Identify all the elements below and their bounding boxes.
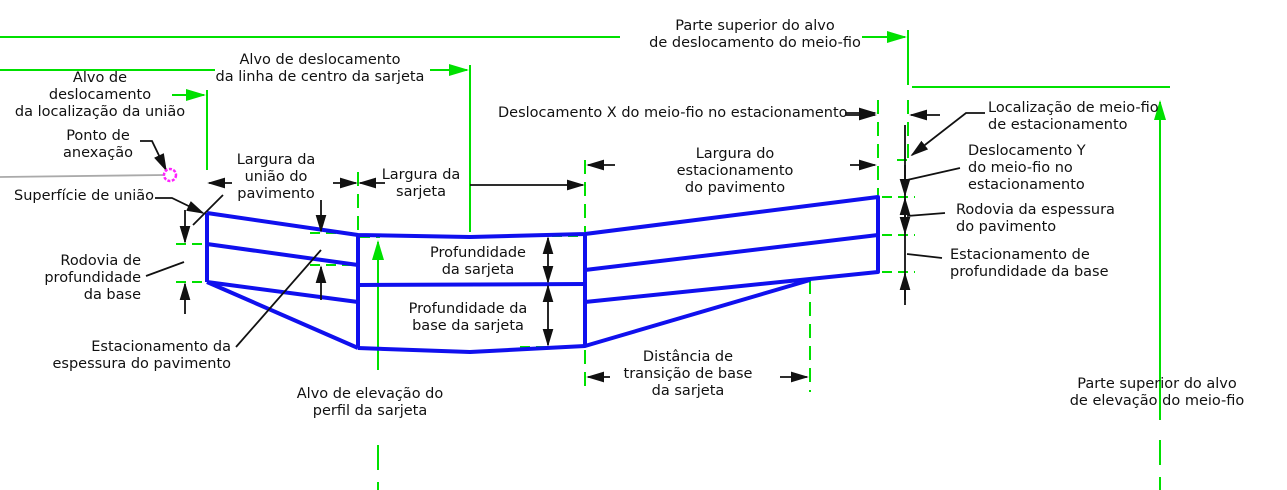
label-line: Parte superior do alvo — [675, 18, 835, 34]
label-line: Distância de — [642, 349, 734, 365]
label-line: Alvo de deslocamento — [239, 52, 401, 68]
label-line: sarjeta — [396, 184, 446, 200]
label-line: união do — [244, 169, 308, 185]
label-line: Estacionamento da — [91, 339, 231, 355]
label-line: do meio-fio no — [968, 160, 1073, 176]
label-line: profundidade da base — [950, 264, 1109, 280]
label-line: de deslocamento do meio-fio — [649, 35, 861, 51]
subassembly-shape — [205, 195, 880, 354]
label-line: Profundidade da — [408, 301, 528, 317]
label-curb-x-offset: Deslocamento X do meio-fio no estacionam… — [498, 105, 848, 122]
label-line: Alvo de — [72, 70, 128, 86]
label-line: perfil da sarjeta — [312, 403, 428, 419]
label-line: anexação — [63, 145, 133, 161]
label-line: Largura da — [381, 167, 461, 183]
label-line: Estacionamento de — [950, 247, 1090, 263]
label-line: do pavimento — [956, 219, 1057, 235]
label-line: Parte superior do alvo — [1077, 376, 1237, 392]
label-line: espessura do pavimento — [52, 356, 231, 372]
label-line: Largura da — [236, 152, 316, 168]
label-line: do pavimento — [684, 180, 786, 196]
label-line: Localização de meio-fio — [988, 100, 1159, 116]
attachment-point-icon — [162, 167, 178, 183]
label-line: de elevação do meio-fio — [1069, 393, 1245, 409]
label-line: base da sarjeta — [412, 318, 524, 334]
dimension-lines — [0, 107, 985, 383]
label-line: transição de base — [623, 366, 753, 382]
label-line: de estacionamento — [988, 117, 1128, 133]
label-line: Alvo de elevação do — [296, 386, 444, 402]
label-line: estacionamento — [968, 177, 1085, 193]
label-line: da localização da união — [14, 104, 186, 120]
label-line: da linha de centro da sarjeta — [215, 69, 425, 85]
label-line: da sarjeta — [441, 262, 515, 278]
label-line: profundidade — [44, 270, 141, 286]
label-line: deslocamento — [48, 87, 152, 103]
label-line: pavimento — [237, 186, 315, 202]
label-line: Ponto de — [66, 128, 130, 144]
label-line: da sarjeta — [651, 383, 725, 399]
label-line: da base — [83, 287, 141, 303]
label-tie-surface: Superfície de união — [14, 188, 154, 205]
label-line: Superfície de união — [14, 188, 155, 204]
label-line: Largura do — [695, 146, 775, 162]
label-line: Rodovia de — [60, 253, 141, 269]
label-line: Rodovia da espessura — [956, 202, 1115, 218]
label-line: Deslocamento X do meio-fio no estacionam… — [498, 105, 848, 121]
label-line: estacionamento — [676, 163, 794, 179]
label-line: Deslocamento Y — [968, 143, 1086, 159]
label-line: Profundidade — [430, 245, 526, 261]
